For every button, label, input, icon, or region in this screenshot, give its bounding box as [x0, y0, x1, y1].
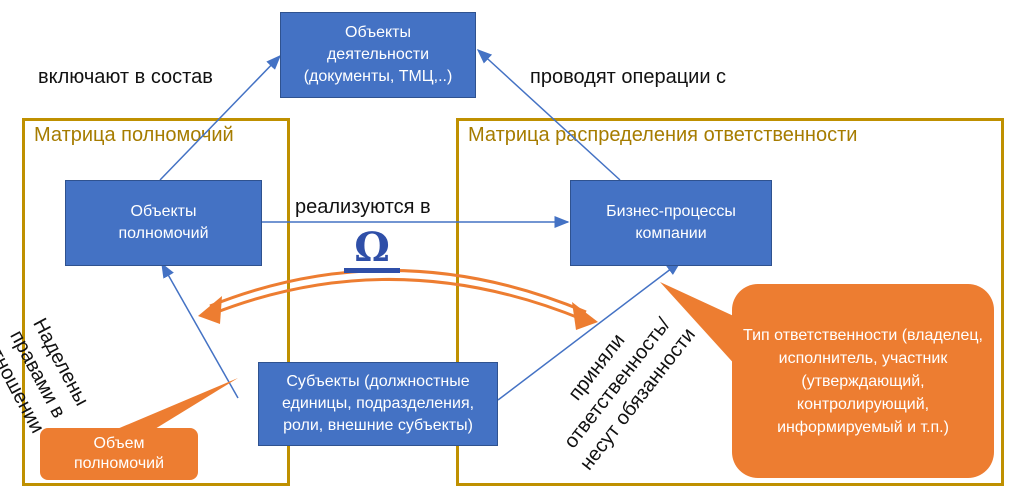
- subjects-text: Субъекты (должностные единицы, подраздел…: [281, 373, 475, 434]
- balance-icon: Ω: [344, 228, 400, 273]
- orange-arc-left-head: [198, 296, 222, 324]
- authority-scope-callout: Объем полномочий: [40, 428, 198, 480]
- label-implemented: реализуются в: [295, 196, 431, 218]
- label-include: включают в состав: [38, 66, 213, 88]
- authority-matrix-frame: [22, 118, 290, 486]
- responsibility-matrix-frame: [456, 118, 1004, 486]
- authority-objects-box: Объекты полномочий: [65, 180, 262, 266]
- responsibility-type-callout: Тип ответственности (владелец, исполните…: [732, 284, 994, 478]
- orange-arc-right-head: [572, 302, 598, 330]
- callout-left-pointer: [110, 378, 238, 432]
- responsibility-type-text: Тип ответственности (владелец, исполните…: [743, 326, 983, 436]
- orange-arc-outer: [209, 269, 587, 314]
- activity-objects-box: Объекты деятельности (документы, ТМЦ,..): [280, 12, 476, 98]
- arrow-accepted: [497, 261, 682, 401]
- arrow-include: [159, 54, 282, 181]
- subjects-box: Субъекты (должностные единицы, подраздел…: [258, 362, 498, 446]
- business-processes-text: Бизнес-процессы компании: [606, 203, 736, 242]
- arrow-operate: [476, 48, 621, 181]
- arrow-endowed: [161, 262, 239, 399]
- authority-objects-text: Объекты полномочий: [118, 203, 209, 242]
- callout-right-pointer: [660, 282, 738, 368]
- authority-scope-text: Объем полномочий: [73, 435, 165, 472]
- label-operate: проводят операции с: [530, 66, 727, 88]
- business-processes-box: Бизнес-процессы компании: [570, 180, 772, 266]
- orange-arc-inner: [211, 278, 585, 322]
- authority-matrix-title: Матрица полномочий: [34, 124, 234, 146]
- activity-objects-text: Объекты деятельности (документы, ТМЦ,..): [303, 24, 453, 85]
